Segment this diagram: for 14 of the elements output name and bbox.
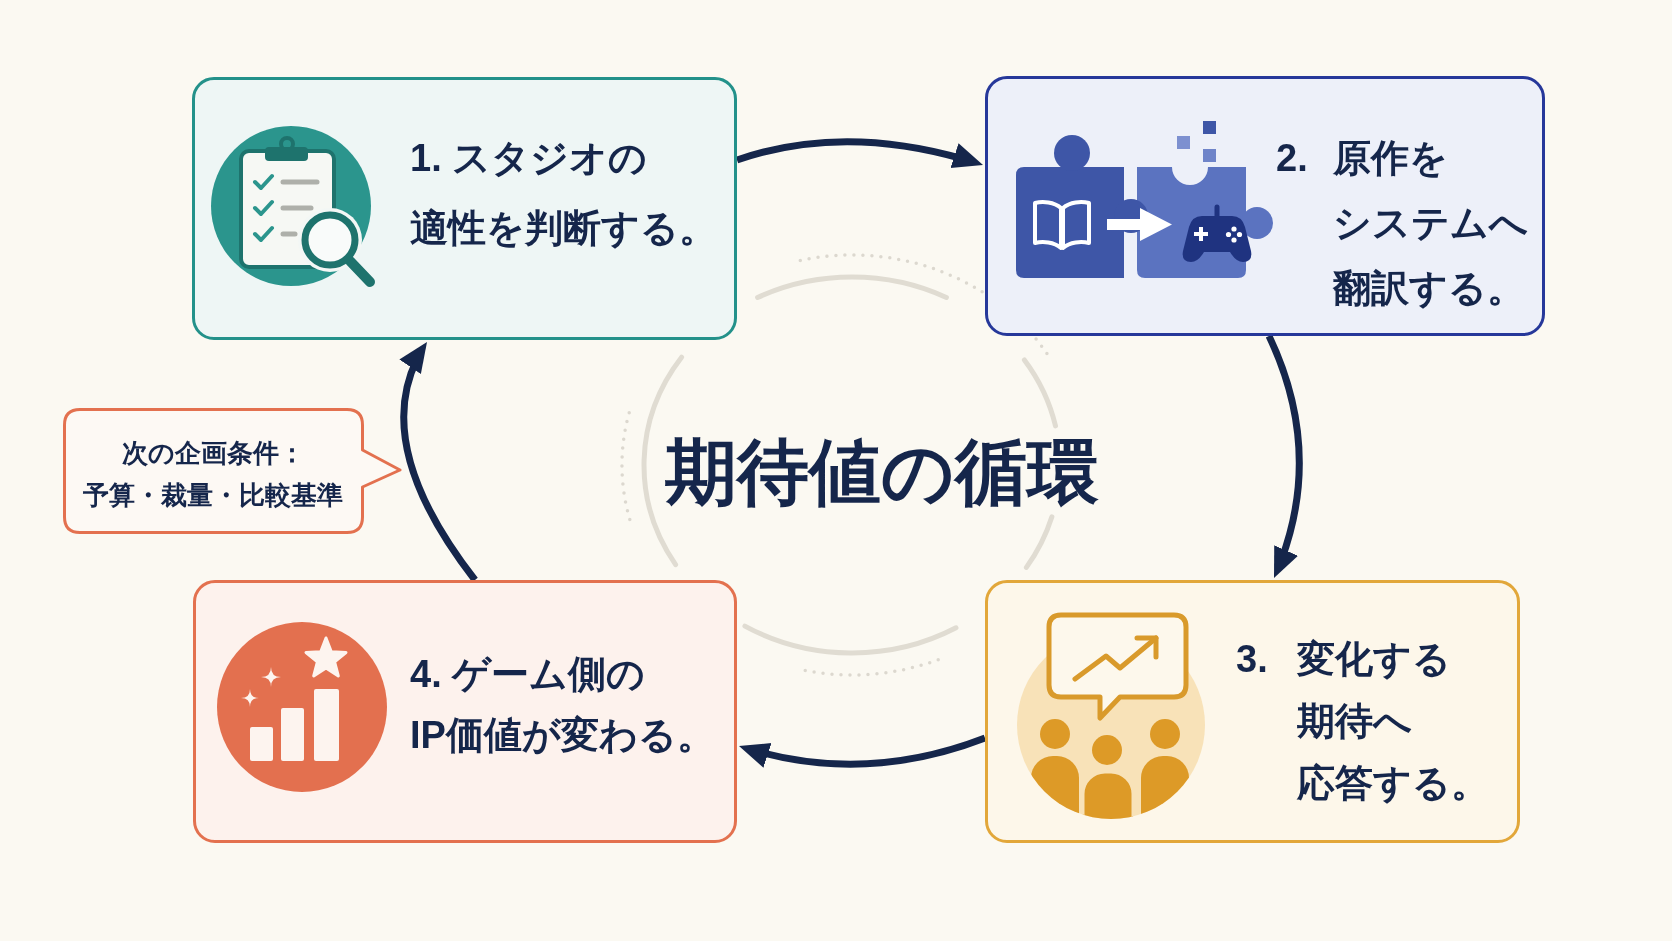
cycle-arrow (1265, 334, 1303, 580)
step-card (985, 76, 1545, 336)
step-card (985, 580, 1520, 843)
step-card (192, 77, 737, 340)
callout-text: 次の企画条件：予算・裁量・比較基準 (82, 437, 344, 512)
diagram-title: 期待値の循環 (664, 431, 1100, 514)
step-text: 1. スタジオの適性を判断する。 (410, 136, 717, 251)
step-text: 4. ゲーム側のIP価値が変わる。 (410, 652, 715, 758)
speech-bubble (63, 408, 403, 534)
step-text: 2. 原作をシステムへ翻訳する。 (1276, 136, 1528, 311)
cycle-arrow (735, 138, 985, 169)
step-text: 3. 変化する期待へ応答する。 (1236, 637, 1489, 806)
step-card (193, 580, 737, 843)
cycle-arrow (738, 734, 987, 768)
